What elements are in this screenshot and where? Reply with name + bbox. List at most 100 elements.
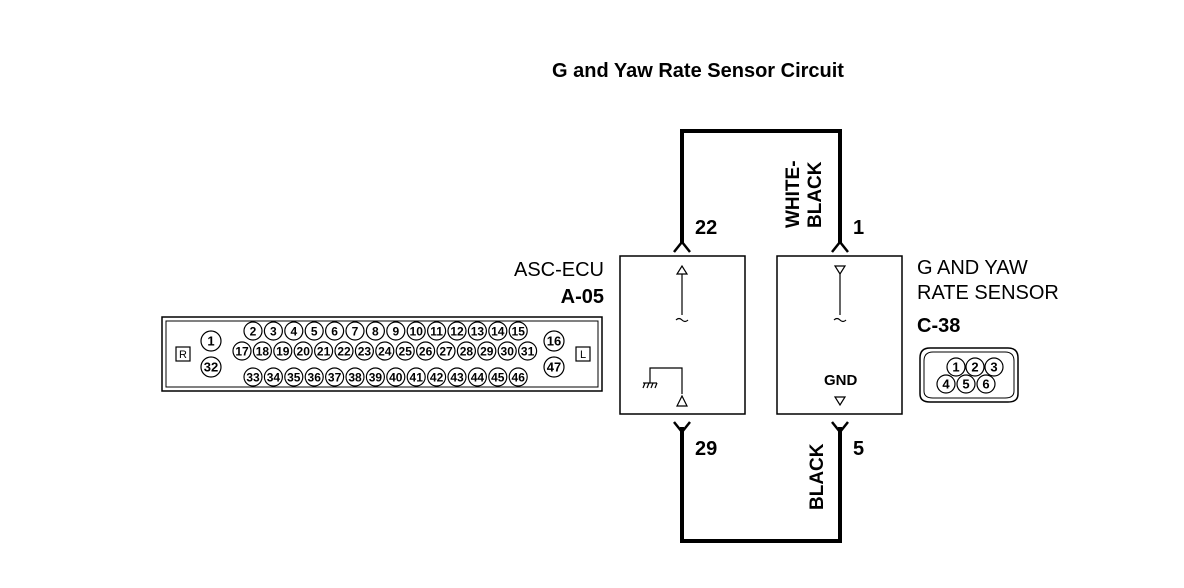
ecu-name: ASC-ECU (513, 259, 604, 281)
svg-text:28: 28 (460, 344, 474, 358)
ecu-pin-2: 2 (243, 321, 263, 341)
ecu-pin-46: 46 (508, 367, 528, 387)
sensor-pin-top: 1 (853, 217, 865, 239)
ecu-pin-11: 11 (427, 321, 447, 341)
ecu-pin-30: 30 (497, 341, 517, 361)
ecu-connector-face-inner (165, 320, 599, 388)
svg-text:4: 4 (942, 377, 950, 392)
svg-text:21: 21 (317, 344, 331, 358)
svg-text:1: 1 (952, 360, 959, 375)
ecu-pin-3: 3 (263, 321, 283, 341)
svg-text:31: 31 (521, 344, 535, 358)
ecu-pin-41: 41 (406, 367, 426, 387)
ecu-pin-28: 28 (456, 341, 476, 361)
sensor-connector-face-inner (923, 351, 1015, 399)
wire-color-bottom: BLACK (807, 443, 828, 511)
svg-text:41: 41 (410, 370, 424, 384)
svg-text:4: 4 (290, 324, 297, 338)
svg-text:10: 10 (410, 324, 424, 338)
ecu-pin-33: 33 (243, 367, 263, 387)
svg-text:47: 47 (547, 360, 561, 375)
wire-color-top-line2: BLACK (805, 161, 826, 229)
wire-top-loop (680, 129, 842, 243)
svg-text:19: 19 (276, 344, 290, 358)
chevron-ecu-top-icon (673, 239, 691, 253)
svg-text:R: R (179, 349, 187, 361)
ecu-pin-20: 20 (293, 341, 313, 361)
svg-text:25: 25 (399, 344, 413, 358)
ecu-pin-19: 19 (273, 341, 293, 361)
ecu-pin-40: 40 (386, 367, 406, 387)
ecu-pin-4: 4 (284, 321, 304, 341)
svg-text:40: 40 (389, 370, 403, 384)
ecu-bottom-terminal-icon (676, 394, 688, 407)
ecu-pin-8: 8 (365, 321, 385, 341)
wire-color-top-line1: WHITE- (783, 160, 804, 228)
ecu-pin-35: 35 (284, 367, 304, 387)
ecu-pin-14: 14 (488, 321, 508, 341)
chevron-ecu-bottom-icon (673, 421, 691, 435)
chevron-sensor-top-icon (831, 239, 849, 253)
ecu-pin-36: 36 (304, 367, 324, 387)
sensor-name-line1: G AND YAW (917, 257, 1028, 279)
ecu-pin-26: 26 (416, 341, 436, 361)
ecu-pin-1: 1 (200, 330, 222, 352)
ecu-pin-44: 44 (467, 367, 487, 387)
svg-text:35: 35 (287, 370, 301, 384)
svg-text:3: 3 (270, 324, 277, 338)
ground-symbol-icon (642, 382, 658, 389)
svg-text:43: 43 (450, 370, 464, 384)
ecu-face-right-marker: L (575, 346, 591, 362)
ecu-pin-13: 13 (467, 321, 487, 341)
svg-text:6: 6 (331, 324, 338, 338)
svg-text:5: 5 (311, 324, 318, 338)
ecu-pin-16: 16 (543, 330, 565, 352)
ecu-pin-32: 32 (200, 356, 222, 378)
svg-text:24: 24 (378, 344, 392, 358)
ecu-pin-21: 21 (314, 341, 334, 361)
svg-text:8: 8 (372, 324, 379, 338)
svg-text:6: 6 (982, 377, 989, 392)
ecu-pin-12: 12 (447, 321, 467, 341)
ecu-pin-45: 45 (488, 367, 508, 387)
gnd-label: GND (824, 372, 858, 389)
ecu-pin-5: 5 (304, 321, 324, 341)
svg-text:L: L (580, 349, 586, 361)
ecu-pin-25: 25 (395, 341, 415, 361)
ecu-pin-24: 24 (375, 341, 395, 361)
sensor-bottom-terminal-icon (833, 396, 847, 407)
svg-text:36: 36 (308, 370, 322, 384)
ecu-pin-top: 22 (695, 217, 718, 239)
ecu-pin-17: 17 (232, 341, 252, 361)
svg-text:9: 9 (392, 324, 399, 338)
sensor-pin-3: 3 (984, 357, 1004, 377)
svg-text:16: 16 (547, 334, 561, 349)
ecu-pin-43: 43 (447, 367, 467, 387)
sensor-pin-6: 6 (976, 374, 996, 394)
svg-text:20: 20 (297, 344, 311, 358)
sensor-pin-2: 2 (965, 357, 985, 377)
sensor-connector-id: C-38 (917, 315, 961, 337)
svg-text:29: 29 (480, 344, 494, 358)
ecu-pin-10: 10 (406, 321, 426, 341)
svg-text:11: 11 (430, 324, 443, 338)
sensor-top-terminal-icon (833, 265, 847, 276)
ecu-pin-7: 7 (345, 321, 365, 341)
ecu-connector-id: A-05 (560, 286, 604, 308)
ecu-pin-23: 23 (354, 341, 374, 361)
svg-text:42: 42 (430, 370, 444, 384)
svg-text:2: 2 (971, 360, 978, 375)
svg-text:15: 15 (512, 324, 526, 338)
svg-text:30: 30 (501, 344, 515, 358)
sensor-pin-4: 4 (936, 374, 956, 394)
svg-text:18: 18 (256, 344, 270, 358)
svg-text:3: 3 (990, 360, 997, 375)
ecu-pin-27: 27 (436, 341, 456, 361)
sensor-pin-5: 5 (956, 374, 976, 394)
svg-text:14: 14 (491, 324, 505, 338)
svg-text:33: 33 (246, 370, 260, 384)
ecu-pin-18: 18 (252, 341, 272, 361)
svg-text:22: 22 (337, 344, 351, 358)
